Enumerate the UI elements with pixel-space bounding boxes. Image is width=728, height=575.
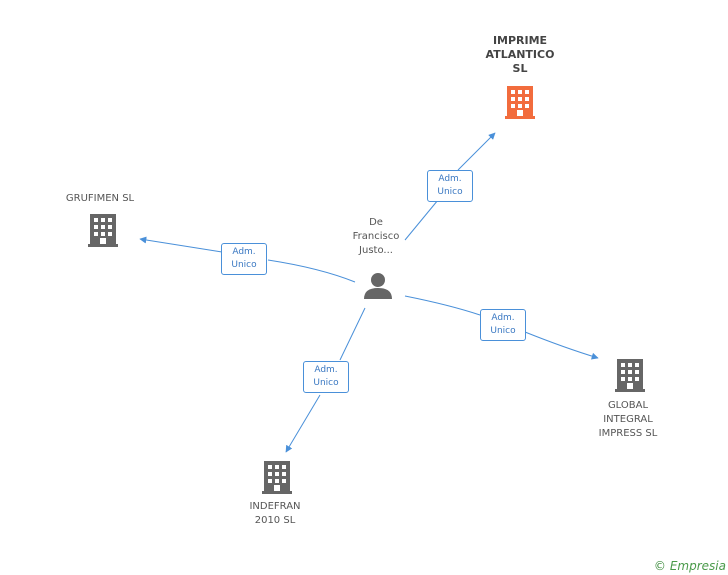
person-icon[interactable] (364, 273, 392, 299)
relation-badge-grufimen[interactable]: Adm. Unico (221, 243, 267, 275)
relation-badge-imprime[interactable]: Adm. Unico (427, 170, 473, 202)
building-icon-global[interactable] (615, 359, 645, 392)
person-name-line: Francisco (352, 231, 400, 242)
relation-role: Adm. (314, 365, 338, 375)
edge-indefran (286, 307, 366, 452)
company-label-imprime[interactable]: IMPRIME ATLANTICO SL (470, 34, 570, 76)
company-label-line: IMPRESS SL (598, 428, 658, 439)
person-name-line: De (369, 217, 383, 228)
company-label-line: INTEGRAL (603, 414, 653, 425)
building-icon-imprime[interactable] (505, 86, 535, 119)
relation-badge-global[interactable]: Adm. Unico (480, 309, 526, 341)
edge-grufimen (140, 239, 356, 283)
company-label-line: GLOBAL (607, 400, 649, 411)
company-label-global[interactable]: GLOBAL INTEGRAL IMPRESS SL (578, 399, 678, 441)
company-label-indefran[interactable]: INDEFRAN 2010 SL (225, 500, 325, 528)
company-label-line: IMPRIME (492, 34, 548, 47)
relation-role-detail: Unico (231, 260, 257, 270)
relation-role: Adm. (232, 247, 256, 257)
building-icon-indefran[interactable] (262, 461, 292, 494)
relation-role-detail: Unico (437, 187, 463, 197)
relation-role-detail: Unico (490, 326, 516, 336)
company-label-grufimen[interactable]: GRUFIMEN SL (50, 192, 150, 206)
copyright-icon: © (653, 559, 666, 573)
brand-footer: ©Empresia (654, 559, 726, 573)
building-icon-grufimen[interactable] (88, 214, 118, 247)
edge-imprime (404, 133, 495, 241)
person-name[interactable]: De Francisco Justo... (336, 216, 416, 258)
company-label-line: SL (512, 62, 528, 75)
edge-global (404, 295, 598, 358)
company-label-line: 2010 SL (254, 515, 296, 526)
relation-role: Adm. (491, 313, 515, 323)
relation-role-detail: Unico (313, 378, 339, 388)
brand-logo: Empresia (669, 559, 726, 573)
company-label-line: ATLANTICO (485, 48, 555, 61)
relation-role: Adm. (438, 174, 462, 184)
relation-badge-indefran[interactable]: Adm. Unico (303, 361, 349, 393)
company-label-line: INDEFRAN (249, 501, 301, 512)
company-label-line: GRUFIMEN SL (65, 193, 135, 204)
person-name-line: Justo... (359, 245, 393, 256)
